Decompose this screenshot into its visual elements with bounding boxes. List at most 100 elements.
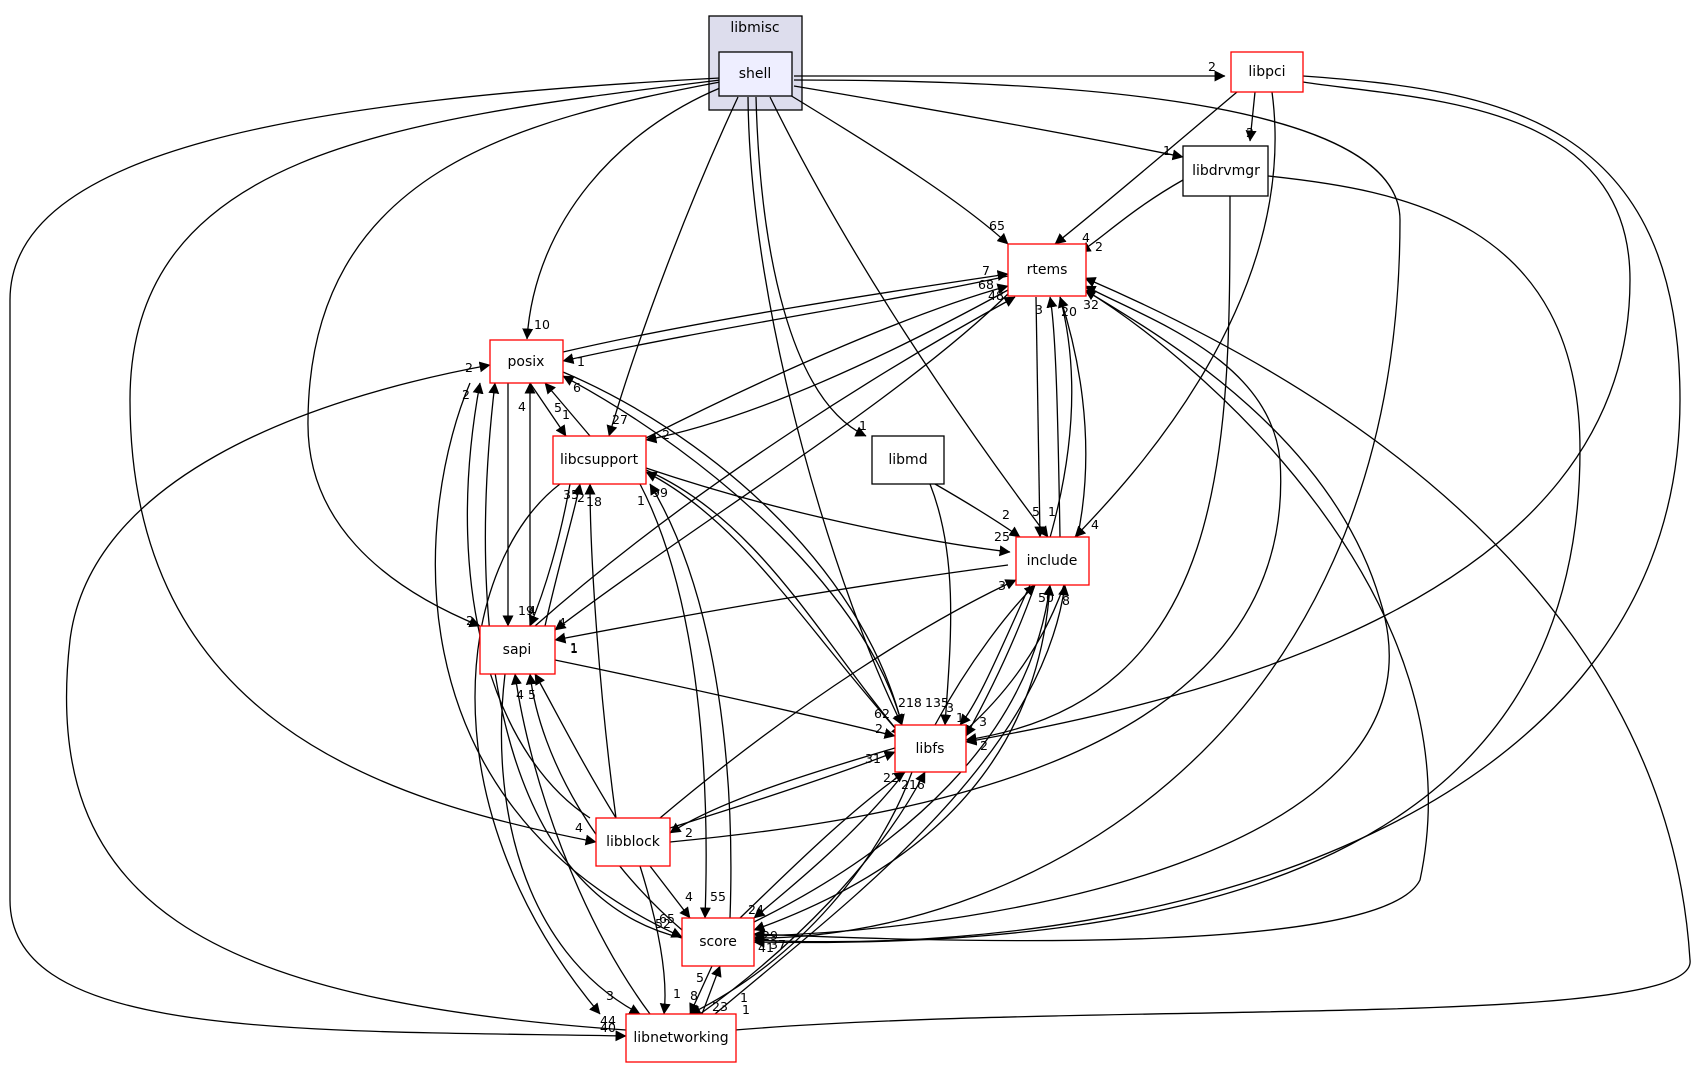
edge-posix-libcsupport [529, 382, 567, 437]
edge-shell-sapi [307, 81, 721, 628]
edge-label: 4 [1082, 230, 1090, 245]
edge-posix-libfs [562, 371, 905, 726]
edge-libblock-rtems [669, 285, 1282, 843]
edge-label: 7 [982, 263, 990, 278]
edge-sapi-libfs [554, 659, 896, 739]
node-label: libnetworking [633, 1030, 728, 1046]
edge-libmd-include [934, 483, 1021, 538]
edge-label: 10 [534, 317, 550, 332]
edge-label: 2 [1246, 125, 1254, 140]
node-include[interactable]: include [1015, 536, 1090, 586]
edge-label: 1 [562, 407, 570, 422]
edge-score-rtems [753, 289, 1390, 937]
edge-label: 8 [690, 988, 698, 1003]
edge-libblock-libcsupport [584, 483, 617, 819]
edge-sapi-libcsupport [544, 483, 584, 627]
node-libblock[interactable]: libblock [595, 817, 671, 867]
edges [9, 70, 1691, 1042]
edge-label: 4 [528, 603, 536, 618]
edge-label: 5 [696, 970, 704, 985]
edge-rtems-libcsupport [645, 289, 1009, 444]
edge-label: 1 [673, 986, 681, 1001]
edge-libdrvmgr-score [753, 175, 1581, 948]
edge-libnetworking-include [714, 584, 1069, 1015]
node-shell[interactable]: shell [718, 51, 793, 97]
edge-rtems-libfs [965, 296, 1073, 737]
node-label: libdrvmgr [1192, 163, 1260, 179]
edge-libblock-libfs [669, 750, 896, 829]
edge-label: 40 [600, 1020, 616, 1035]
edge-shell-libmd [755, 96, 867, 437]
edge-label: 2 [662, 427, 670, 442]
edge-label: 3 [998, 578, 1006, 593]
node-label: shell [739, 66, 772, 82]
node-rtems[interactable]: rtems [1007, 243, 1087, 297]
node-label: sapi [503, 642, 532, 658]
edge-label: 20 [1061, 304, 1077, 319]
edge-score-libfs [739, 771, 906, 919]
edge-label: 1 [570, 641, 578, 656]
node-libdrvmgr[interactable]: libdrvmgr [1182, 145, 1269, 197]
edge-label: 44 [600, 1013, 616, 1028]
edge-label: 5 [528, 687, 536, 702]
node-libmd[interactable]: libmd [871, 435, 945, 485]
edge-label: 4 [575, 820, 583, 835]
edge-libcsupport-libnetworking [474, 483, 601, 1015]
edge-shell-libblock [129, 79, 721, 846]
edge-score-sapi [525, 673, 683, 931]
edge-libmd-libfs [929, 483, 952, 726]
edge-label: 29 [762, 928, 778, 943]
node-label: include [1027, 553, 1078, 569]
edge-label: 2 [465, 360, 473, 375]
edge-label: 1 [742, 1002, 750, 1017]
edge-libnetworking-posix [65, 361, 627, 1031]
node-libcsupport[interactable]: libcsupport [552, 435, 647, 485]
node-label: posix [508, 354, 545, 370]
node-posix[interactable]: posix [489, 339, 564, 384]
edge-label: 3 [1035, 302, 1043, 317]
node-score[interactable]: score [681, 917, 755, 967]
edge-posix-rtems [562, 270, 1009, 353]
edge-libblock-libnetworking [639, 865, 671, 1015]
edge-label: 62 [874, 706, 890, 721]
edge-label: 1 [577, 354, 585, 369]
edge-shell-score [753, 79, 1401, 944]
node-label: score [699, 934, 737, 950]
edge-label: 31 [865, 751, 881, 766]
edge-label: 135 [925, 695, 949, 710]
edge-libnetworking-rtems [734, 277, 1691, 1031]
edge-label: 2 [577, 490, 585, 505]
edge-label: 35 [563, 487, 579, 502]
edge-sapi-rtems [534, 296, 1016, 627]
edge-label: 2 [1095, 239, 1103, 254]
edge-label: 22 [883, 770, 899, 785]
edge-sapi-libnetworking [500, 673, 641, 1015]
edge-label: 4 [518, 399, 526, 414]
node-libnetworking[interactable]: libnetworking [625, 1013, 737, 1063]
edge-shell-libdrvmgr [793, 85, 1184, 161]
edge-label: 1 [637, 493, 645, 508]
edge-libfs-libcsupport [645, 471, 896, 729]
edge-libcsupport-score [639, 483, 711, 919]
edge-shell-libcsupport [606, 96, 739, 437]
edge-libcsupport-rtems [645, 283, 1009, 439]
cluster-label: libmisc [730, 20, 779, 36]
node-label: libcsupport [560, 452, 639, 468]
edge-libfs-include [934, 584, 1036, 726]
edge-labels: 2 1 2 4 2 4 65 10 27 1 2 2 7 68 48 1 6 2… [462, 59, 1254, 1035]
edge-label: 1 [956, 710, 964, 725]
edge-libdrvmgr-libfs [965, 195, 1231, 744]
edge-include-rtems [1046, 296, 1061, 538]
node-libpci[interactable]: libpci [1230, 51, 1304, 93]
edge-label: 37 [770, 937, 786, 952]
edge-libpci-rtems [1054, 91, 1238, 245]
edge-libblock-include [659, 579, 1017, 819]
edge-libnetworking-sapi [511, 673, 651, 1015]
node-libfs[interactable]: libfs [894, 724, 967, 773]
edge-libpci-libfs [965, 81, 1631, 746]
edge-label: 216 [901, 777, 925, 792]
edge-score-posix [484, 382, 683, 939]
edge-shell-libnetworking [9, 77, 721, 1042]
edge-libcsupport-posix [544, 382, 591, 437]
node-sapi[interactable]: sapi [479, 625, 556, 675]
